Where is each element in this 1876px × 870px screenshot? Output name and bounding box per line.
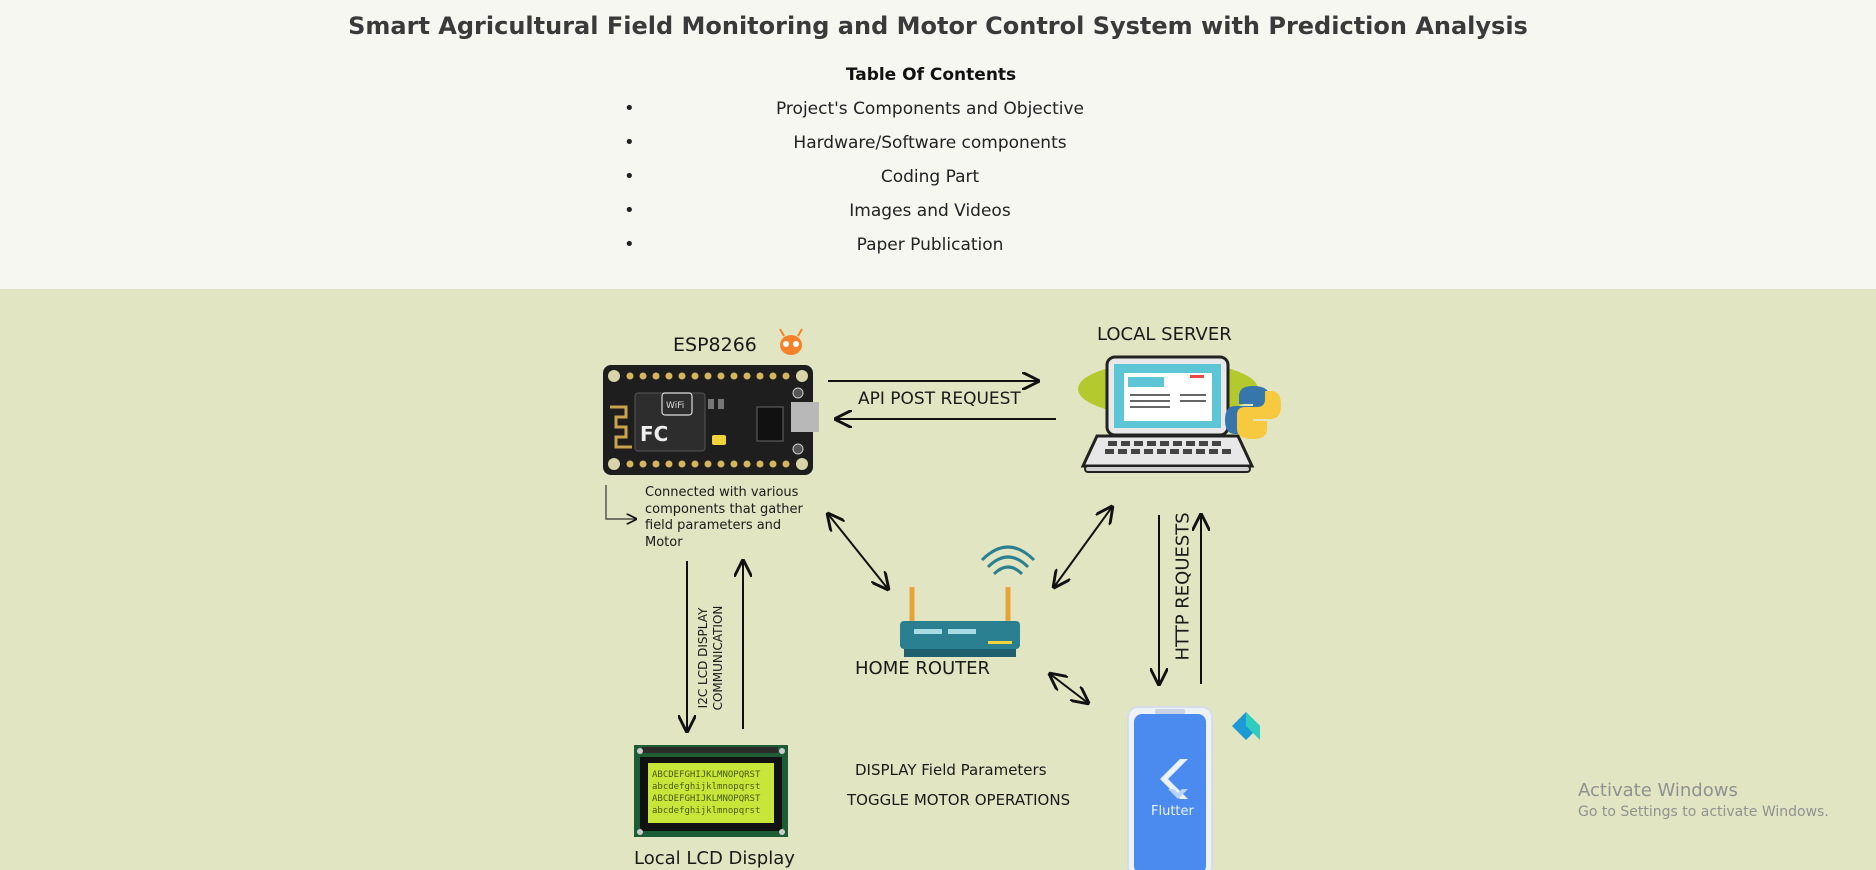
- page-title: Smart Agricultural Field Monitoring and …: [348, 12, 1528, 40]
- esp-note-line: Motor: [645, 534, 683, 550]
- http-requests-label: HTTP REQUESTS: [1172, 512, 1194, 661]
- bullet-icon: •: [624, 234, 635, 255]
- arrow-esp-router: [828, 514, 888, 589]
- platformio-icon: [779, 328, 803, 355]
- architecture-diagram: WiFi FC: [0, 289, 1876, 870]
- arrow-router-server: [1054, 507, 1112, 587]
- laptop-server-icon: [1078, 355, 1258, 473]
- home-router-icon: [900, 545, 1036, 657]
- toggle-motor-label: TOGGLE MOTOR OPERATIONS: [847, 791, 1071, 809]
- toc-item[interactable]: •Project's Components and Objective: [624, 98, 1085, 119]
- display-field-label: DISPLAY Field Parameters: [855, 761, 1047, 779]
- lcd-label: Local LCD Display: [634, 848, 795, 869]
- esp8266-board-icon: WiFi FC: [603, 365, 819, 475]
- dart-logo-icon: [1232, 712, 1260, 740]
- esp-note: Connected with various components that g…: [645, 485, 803, 551]
- header: Smart Agricultural Field Monitoring and …: [0, 0, 1876, 289]
- activate-windows-title: Activate Windows: [1578, 780, 1738, 801]
- note-connector: [605, 485, 636, 519]
- i2c-label: I2C LCD DISPLAY COMMUNICATION: [696, 605, 725, 711]
- toc-item[interactable]: •Hardware/Software components: [624, 132, 1067, 153]
- lcd-line: ABCDEFGHIJKLMNOPQRST: [652, 770, 761, 780]
- esp-note-line: Connected with various: [645, 485, 799, 500]
- python-logo-icon: [1225, 386, 1281, 439]
- toc-item[interactable]: •Coding Part: [624, 166, 980, 187]
- toc-item[interactable]: •Images and Videos: [624, 200, 1011, 221]
- bullet-icon: •: [624, 166, 635, 187]
- local-server-label: LOCAL SERVER: [1097, 324, 1232, 345]
- diagram-canvas: WiFi FC: [603, 328, 1281, 870]
- lcd-line: ABCDEFGHIJKLMNOPQRST: [652, 794, 761, 804]
- flutter-label: Flutter: [1151, 804, 1194, 819]
- esp-note-line: components that gather: [645, 501, 803, 517]
- esp8266-label: ESP8266: [673, 334, 757, 356]
- activate-windows-subtitle: Go to Settings to activate Windows.: [1578, 804, 1829, 820]
- flutter-phone-icon: [1127, 706, 1213, 870]
- svg-text:WiFi: WiFi: [666, 401, 684, 411]
- toc-list: •Project's Components and Objective •Har…: [620, 97, 1240, 267]
- api-post-label: API POST REQUEST: [858, 389, 1021, 409]
- arrow-router-phone: [1050, 674, 1088, 703]
- lcd-line: abcdefghijklmnopqrst: [652, 806, 760, 816]
- toc-item[interactable]: •Paper Publication: [624, 234, 1004, 255]
- home-router-label: HOME ROUTER: [855, 658, 991, 679]
- toc-heading: Table Of Contents: [845, 65, 1017, 85]
- esp-note-line: field parameters and: [645, 518, 782, 533]
- bullet-icon: •: [624, 132, 635, 153]
- lcd-display-icon: [634, 745, 788, 837]
- svg-text:FC: FC: [640, 422, 668, 446]
- bullet-icon: •: [624, 98, 635, 119]
- lcd-line: abcdefghijklmnopqrst: [652, 782, 760, 792]
- bullet-icon: •: [624, 200, 635, 221]
